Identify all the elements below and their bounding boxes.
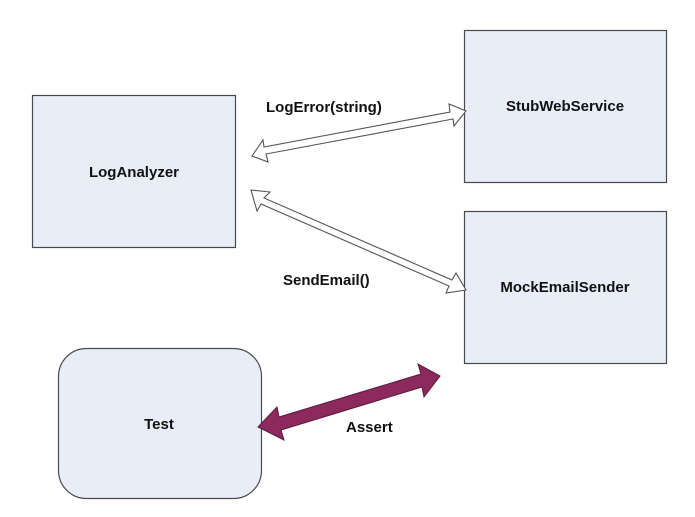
mock-email-sender-box (463, 210, 668, 365)
assert-arrow (257, 362, 441, 441)
send-email-arrow (250, 189, 467, 294)
node-mock-email-sender: MockEmailSender (463, 210, 668, 365)
stub-web-service-label: StubWebService (506, 98, 624, 115)
assert-label: Assert (346, 419, 393, 436)
log-error-label: LogError(string) (266, 99, 382, 116)
assert-arrow-shape (257, 362, 441, 441)
log-error-arrow (251, 103, 467, 163)
log-error-arrow-shape (251, 103, 467, 163)
node-log-analyzer: LogAnalyzer (31, 94, 237, 249)
mock-email-sender-label: MockEmailSender (500, 279, 629, 296)
test-label: Test (144, 416, 174, 433)
log-analyzer-box (31, 94, 237, 249)
log-analyzer-label: LogAnalyzer (89, 164, 179, 181)
node-test: Test (57, 347, 263, 500)
stub-web-service-box (463, 29, 668, 184)
node-stub-web-service: StubWebService (463, 29, 668, 184)
send-email-label: SendEmail() (283, 272, 370, 289)
send-email-arrow-shape (250, 189, 467, 294)
